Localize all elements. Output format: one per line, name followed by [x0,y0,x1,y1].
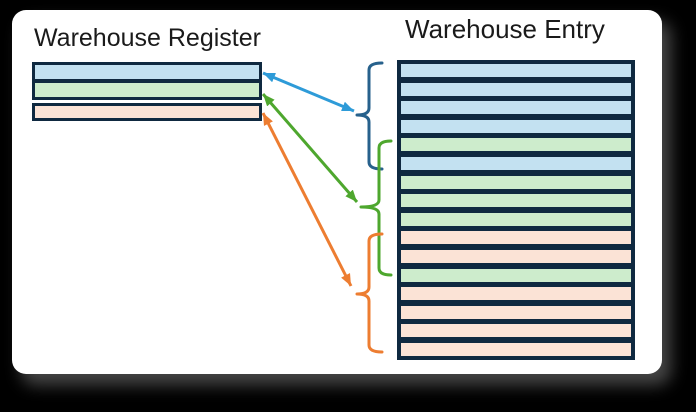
register-row [35,83,259,97]
green-arrow [261,93,359,203]
entry-row [401,287,631,301]
register-title: Warehouse Register [34,24,261,52]
slide: Warehouse Register Warehouse Entry [12,10,662,374]
blue-arrow [262,71,355,113]
entry-title: Warehouse Entry [405,14,605,44]
entry-row [401,249,631,263]
entry-row [401,119,631,133]
register-table-extra [32,103,262,121]
entry-row [401,324,631,338]
register-row [35,106,259,118]
entry-table [397,60,635,360]
entry-row [401,101,631,115]
entry-row [401,305,631,319]
entry-row [401,342,631,356]
entry-row [401,156,631,170]
entry-row [401,212,631,226]
entry-row [401,175,631,189]
green-brace [359,139,393,277]
entry-row [401,138,631,152]
entry-row [401,64,631,77]
blue-brace [355,61,384,171]
entry-row [401,82,631,96]
orange-brace [355,232,384,354]
entry-row [401,194,631,208]
entry-row [401,231,631,245]
register-row [35,65,259,79]
orange-arrow [261,112,353,287]
register-table [32,62,262,100]
entry-row [401,268,631,282]
